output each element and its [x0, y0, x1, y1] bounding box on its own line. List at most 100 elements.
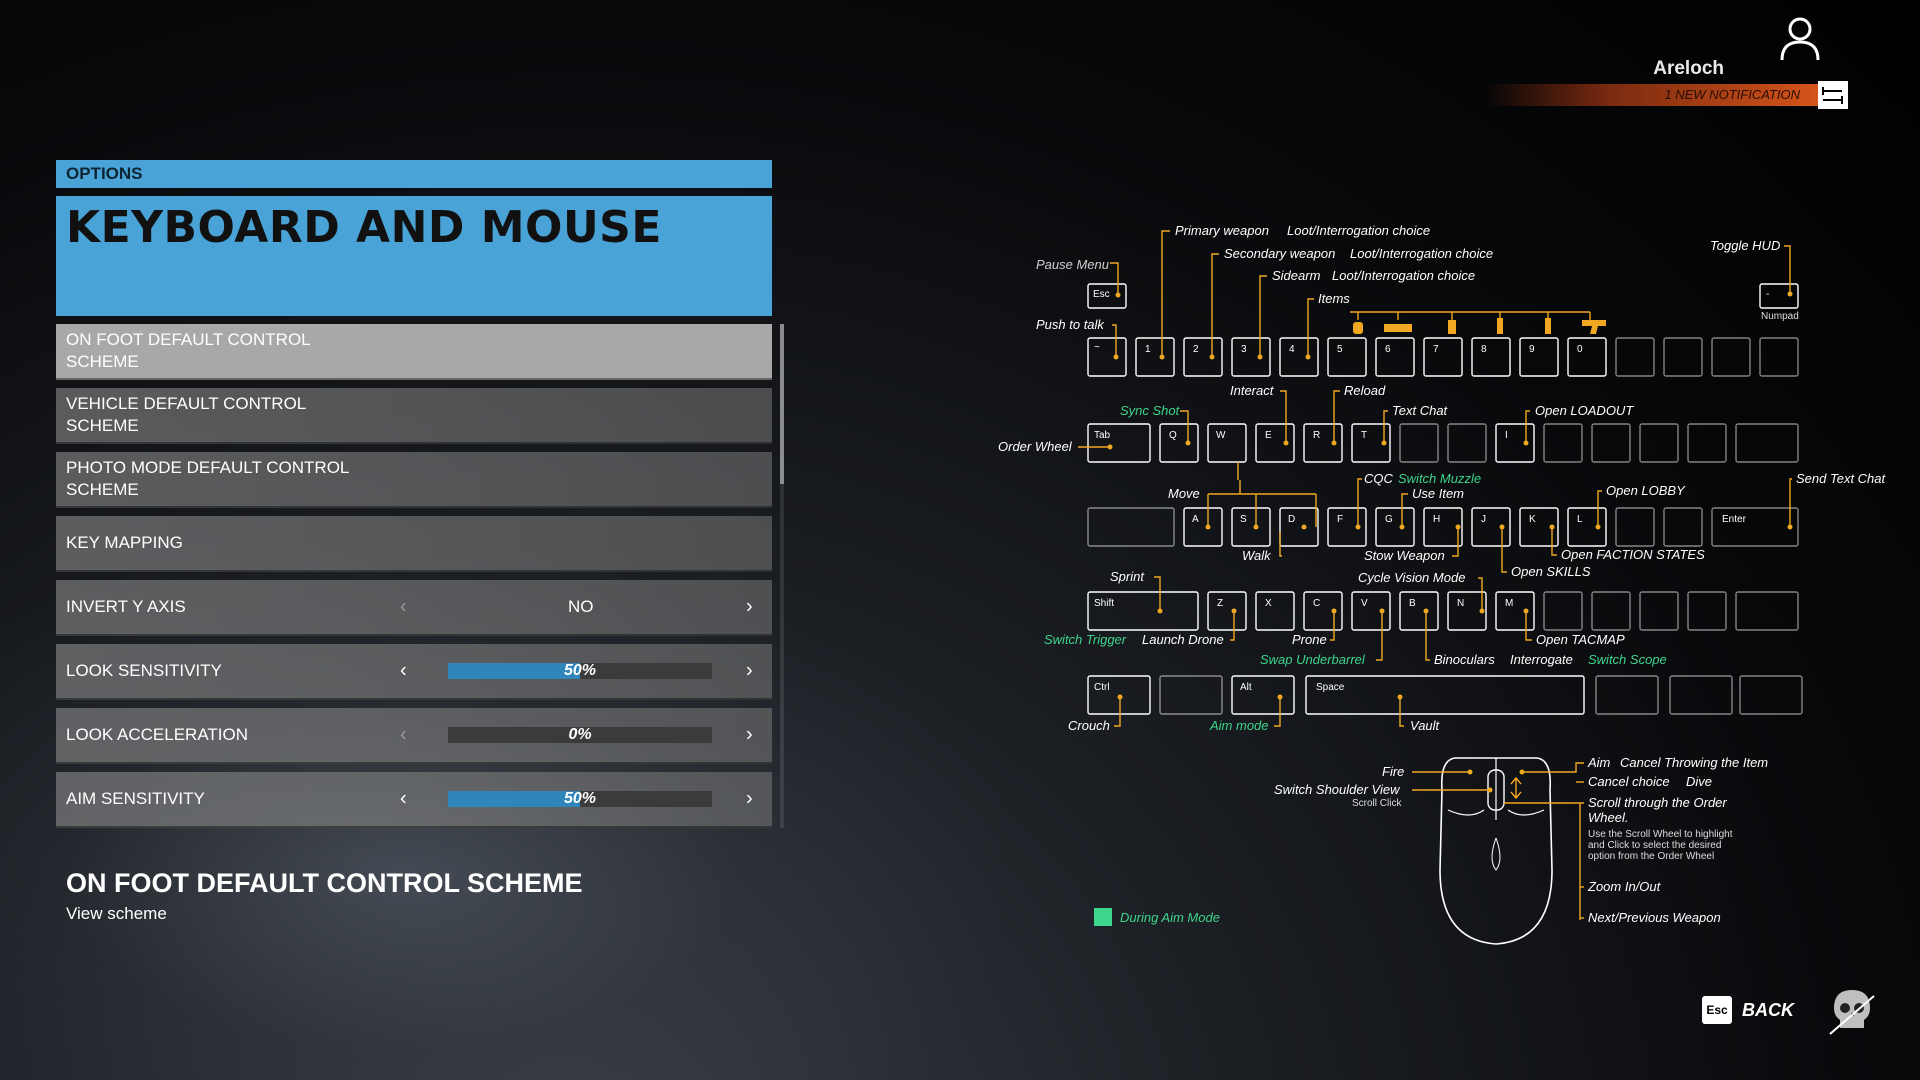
- label-open-tacmap: Open TACMAP: [1536, 632, 1625, 647]
- key-w-label: W: [1216, 430, 1226, 441]
- menu-item-photo-mode-scheme[interactable]: PHOTO MODE DEFAULT CONTROL SCHEME: [56, 452, 772, 508]
- menu-item-look-acceleration[interactable]: LOOK ACCELERATION ‹ 0% ›: [56, 708, 772, 764]
- key-f-label: F: [1337, 514, 1343, 525]
- label-scroll-hint-2: and Click to select the desired: [1588, 840, 1721, 851]
- key-blank: [1687, 423, 1727, 463]
- key-blank: [1639, 591, 1679, 631]
- key-r-label: R: [1313, 430, 1320, 441]
- chevron-left-icon[interactable]: ‹: [400, 659, 407, 682]
- chevron-right-icon[interactable]: ›: [746, 723, 753, 746]
- key-blank: [1759, 337, 1799, 377]
- notification-bar[interactable]: 1 NEW NOTIFICATION: [1484, 81, 1848, 109]
- key-e-label: E: [1265, 430, 1272, 441]
- key-2-label: 2: [1193, 344, 1199, 355]
- label-fire: Fire: [1382, 764, 1404, 779]
- key-blank: [1663, 337, 1703, 377]
- label-cqc: CQC: [1364, 471, 1394, 486]
- key-5: [1327, 337, 1367, 377]
- chevron-left-icon[interactable]: ‹: [400, 595, 407, 618]
- chevron-right-icon[interactable]: ›: [746, 659, 753, 682]
- key-enter: [1711, 507, 1799, 547]
- key-l: [1567, 507, 1607, 547]
- label-items: Items: [1318, 291, 1350, 306]
- menu-item-label: KEY MAPPING: [66, 533, 183, 552]
- slider-fill: [448, 791, 580, 807]
- invert-y-value: NO: [568, 597, 594, 616]
- back-button[interactable]: Esc BACK: [1702, 996, 1794, 1024]
- key-b: [1399, 591, 1439, 631]
- key-a: [1183, 507, 1223, 547]
- key-1: [1135, 337, 1175, 377]
- label-vault: Vault: [1410, 718, 1441, 733]
- key-blank: [1591, 423, 1631, 463]
- key-w: [1207, 423, 1247, 463]
- label-dive: Dive: [1686, 774, 1712, 789]
- key-blank: [1543, 591, 1583, 631]
- key-v-label: V: [1361, 598, 1368, 609]
- key-f: [1327, 507, 1367, 547]
- key-tilde-label: ~: [1094, 342, 1100, 353]
- label-move: Move: [1168, 486, 1200, 501]
- key-d-label: D: [1288, 514, 1295, 525]
- key-6: [1375, 337, 1415, 377]
- key-k: [1519, 507, 1559, 547]
- menu-item-label: PHOTO MODE DEFAULT CONTROL SCHEME: [66, 458, 349, 499]
- scrollbar-thumb[interactable]: [780, 324, 784, 484]
- mouse-icon: [1439, 757, 1553, 945]
- key-d: [1279, 507, 1319, 547]
- look-sensitivity-slider[interactable]: 50%: [448, 663, 712, 679]
- label-push-to-talk: Push to talk: [1036, 317, 1105, 332]
- menu-item-vehicle-scheme[interactable]: VEHICLE DEFAULT CONTROL SCHEME: [56, 388, 772, 444]
- key-enter-label: Enter: [1722, 514, 1747, 525]
- key-j-label: J: [1481, 514, 1486, 525]
- key-blank: [1663, 507, 1703, 547]
- key-4-label: 4: [1289, 344, 1295, 355]
- label-sidearm: Sidearm: [1272, 268, 1321, 283]
- menu-item-key-mapping[interactable]: KEY MAPPING: [56, 516, 772, 572]
- label-binoculars: Binoculars: [1434, 652, 1495, 667]
- key-numpad-minus: [1759, 283, 1799, 309]
- chevron-right-icon[interactable]: ›: [746, 787, 753, 810]
- key-ctrl: [1087, 675, 1151, 715]
- label-reload: Reload: [1344, 383, 1386, 398]
- key-v: [1351, 591, 1391, 631]
- key-n: [1447, 591, 1487, 631]
- menu-item-on-foot-scheme[interactable]: ON FOOT DEFAULT CONTROL SCHEME: [56, 324, 772, 380]
- description-subtitle: View scheme: [66, 904, 167, 923]
- key-1-label: 1: [1145, 344, 1151, 355]
- page-title: KEYBOARD AND MOUSE: [66, 202, 662, 253]
- chevron-right-icon[interactable]: ›: [746, 595, 753, 618]
- key-blank: [1595, 675, 1659, 715]
- label-switch-muzzle: Switch Muzzle: [1398, 471, 1481, 486]
- menu-item-look-sensitivity[interactable]: LOOK SENSITIVITY ‹ 50% ›: [56, 644, 772, 700]
- key-ctrl-label: Ctrl: [1094, 682, 1110, 693]
- key-blank: [1735, 423, 1799, 463]
- label-toggle-hud: Toggle HUD: [1710, 238, 1780, 253]
- label-launch-drone: Launch Drone: [1142, 632, 1224, 647]
- key-e: [1255, 423, 1295, 463]
- look-acceleration-slider[interactable]: 0%: [448, 727, 712, 743]
- key-x-label: X: [1265, 598, 1272, 609]
- label-scroll-click: Scroll Click: [1352, 798, 1402, 809]
- key-t-label: T: [1361, 430, 1367, 441]
- key-t: [1351, 423, 1391, 463]
- key-i-label: I: [1505, 430, 1508, 441]
- slider-value: 50%: [563, 662, 597, 679]
- key-z: [1207, 591, 1247, 631]
- item-grenade-icon: [1353, 322, 1363, 334]
- label-switch-trigger: Switch Trigger: [1044, 632, 1127, 647]
- chevron-left-icon[interactable]: ‹: [400, 723, 407, 746]
- key-numpad-minus-label: -: [1766, 289, 1769, 300]
- profile-icon[interactable]: [1776, 14, 1824, 62]
- key-shift-label: Shift: [1094, 598, 1114, 609]
- menu-item-aim-sensitivity[interactable]: AIM SENSITIVITY ‹ 50% ›: [56, 772, 772, 828]
- menu-scrollbar[interactable]: [780, 324, 784, 828]
- aim-sensitivity-slider[interactable]: 50%: [448, 791, 712, 807]
- menu-item-invert-y[interactable]: INVERT Y AXIS ‹ NO ›: [56, 580, 772, 636]
- notification-open-icon[interactable]: [1818, 81, 1848, 109]
- label-secondary-alt: Loot/Interrogation choice: [1350, 246, 1493, 261]
- chevron-left-icon[interactable]: ‹: [400, 787, 407, 810]
- key-8: [1471, 337, 1511, 377]
- menu-item-label: LOOK ACCELERATION: [66, 725, 249, 744]
- label-prone: Prone: [1292, 632, 1327, 647]
